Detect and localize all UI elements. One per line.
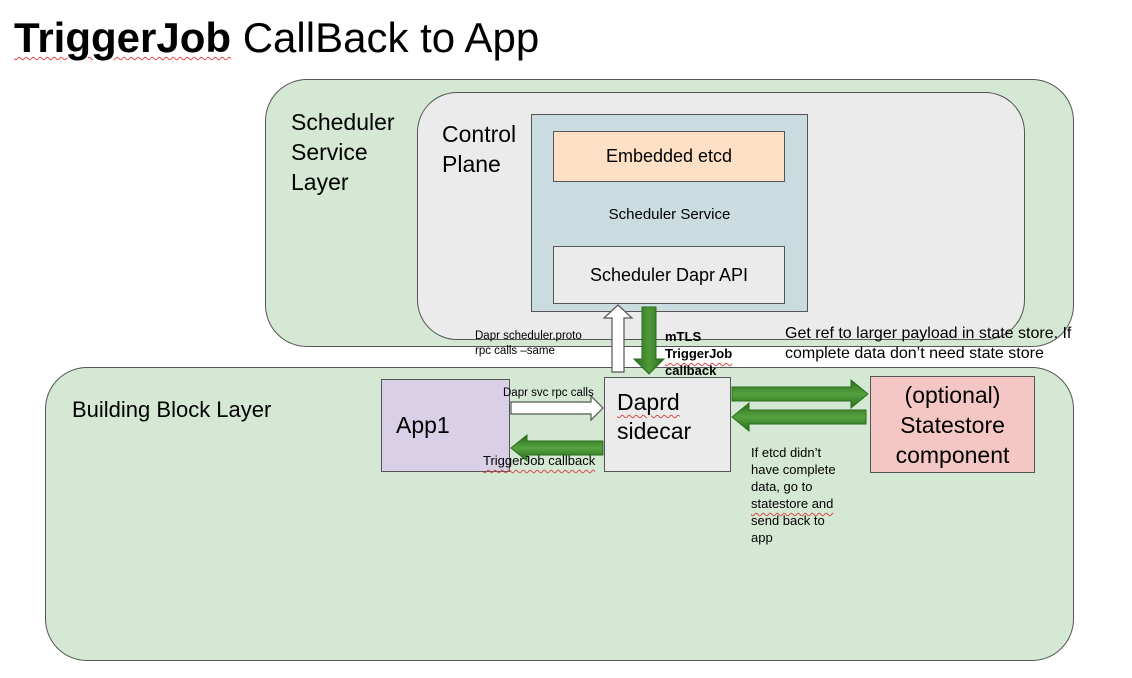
embedded-etcd-label: Embedded etcd xyxy=(605,146,733,166)
mtls-callback-arrow xyxy=(632,306,666,375)
daprd-sidecar: Daprd sidecar xyxy=(604,377,731,472)
mtls-note-line3: callback xyxy=(665,363,717,378)
statestore-response-arrow xyxy=(731,401,867,433)
statestore-label-line2: Statestore xyxy=(900,411,1005,438)
mtls-note-line1: mTLS xyxy=(665,329,702,344)
statestore-component: (optional) Statestore component xyxy=(870,376,1035,473)
scheduler-layer-label-line3: Layer xyxy=(291,169,349,195)
proto-rpc-note: Dapr scheduler.proto rpc calls –same xyxy=(475,329,582,359)
page-title: TriggerJob CallBack to App xyxy=(14,12,539,64)
building-block-layer-label: Building Block Layer xyxy=(72,397,272,422)
title-bold: TriggerJob xyxy=(14,14,232,61)
etcd-note-line5: send back to xyxy=(751,513,825,528)
payload-note-line1: Get ref to larger payload in state store… xyxy=(785,325,1072,342)
payload-note: Get ref to larger payload in state store… xyxy=(785,324,1071,364)
proto-note-line2: rpc calls –same xyxy=(475,345,555,357)
svc-rpc-note: Dapr svc rpc calls xyxy=(503,387,594,399)
etcd-note-line2: have complete xyxy=(751,462,836,477)
app1-box: App1 xyxy=(381,379,510,472)
control-plane-label: Control Plane xyxy=(442,119,516,179)
scheduler-service-label: Scheduler Service xyxy=(608,206,731,223)
control-plane-label-line1: Control xyxy=(442,121,517,147)
mtls-note-line2: TriggerJob xyxy=(665,346,733,361)
statestore-request-arrow xyxy=(731,378,869,410)
etcd-note-line3: data, go to xyxy=(751,479,813,494)
trigger-callback-note: TriggerJob callback xyxy=(483,453,596,468)
scheduler-layer-label: Scheduler Service Layer xyxy=(291,107,395,197)
scheduler-layer-label-line2: Service xyxy=(291,139,368,165)
app1-label: App1 xyxy=(396,412,450,438)
etcd-note-line1: If etcd didn’t xyxy=(751,445,822,460)
etcd-note-line6: app xyxy=(751,530,773,545)
scheduler-dapr-api-label: Scheduler Dapr API xyxy=(589,264,749,285)
control-plane-label-line2: Plane xyxy=(442,151,501,177)
proto-rpc-arrow xyxy=(602,304,634,373)
embedded-etcd: Embedded etcd xyxy=(553,131,785,182)
daprd-label-line2: sidecar xyxy=(617,418,692,444)
scheduler-layer-label-line1: Scheduler xyxy=(291,109,395,135)
payload-note-line2: complete data don’t need state store xyxy=(785,345,1044,362)
title-rest: CallBack to App xyxy=(242,14,540,61)
statestore-label-line1: (optional) xyxy=(904,381,1001,408)
daprd-label-line1: Daprd xyxy=(617,389,680,415)
proto-note-line1: Dapr scheduler.proto xyxy=(475,330,582,342)
etcd-note-line4: statestore and xyxy=(751,496,834,511)
svc-rpc-arrow xyxy=(510,394,604,422)
trigger-callback-arrow xyxy=(510,433,604,463)
scheduler-dapr-api: Scheduler Dapr API xyxy=(553,246,785,304)
statestore-label-line3: component xyxy=(895,441,1010,468)
mtls-note: mTLS TriggerJob callback xyxy=(665,328,732,379)
etcd-fallback-note: If etcd didn’t have complete data, go to… xyxy=(751,444,836,546)
